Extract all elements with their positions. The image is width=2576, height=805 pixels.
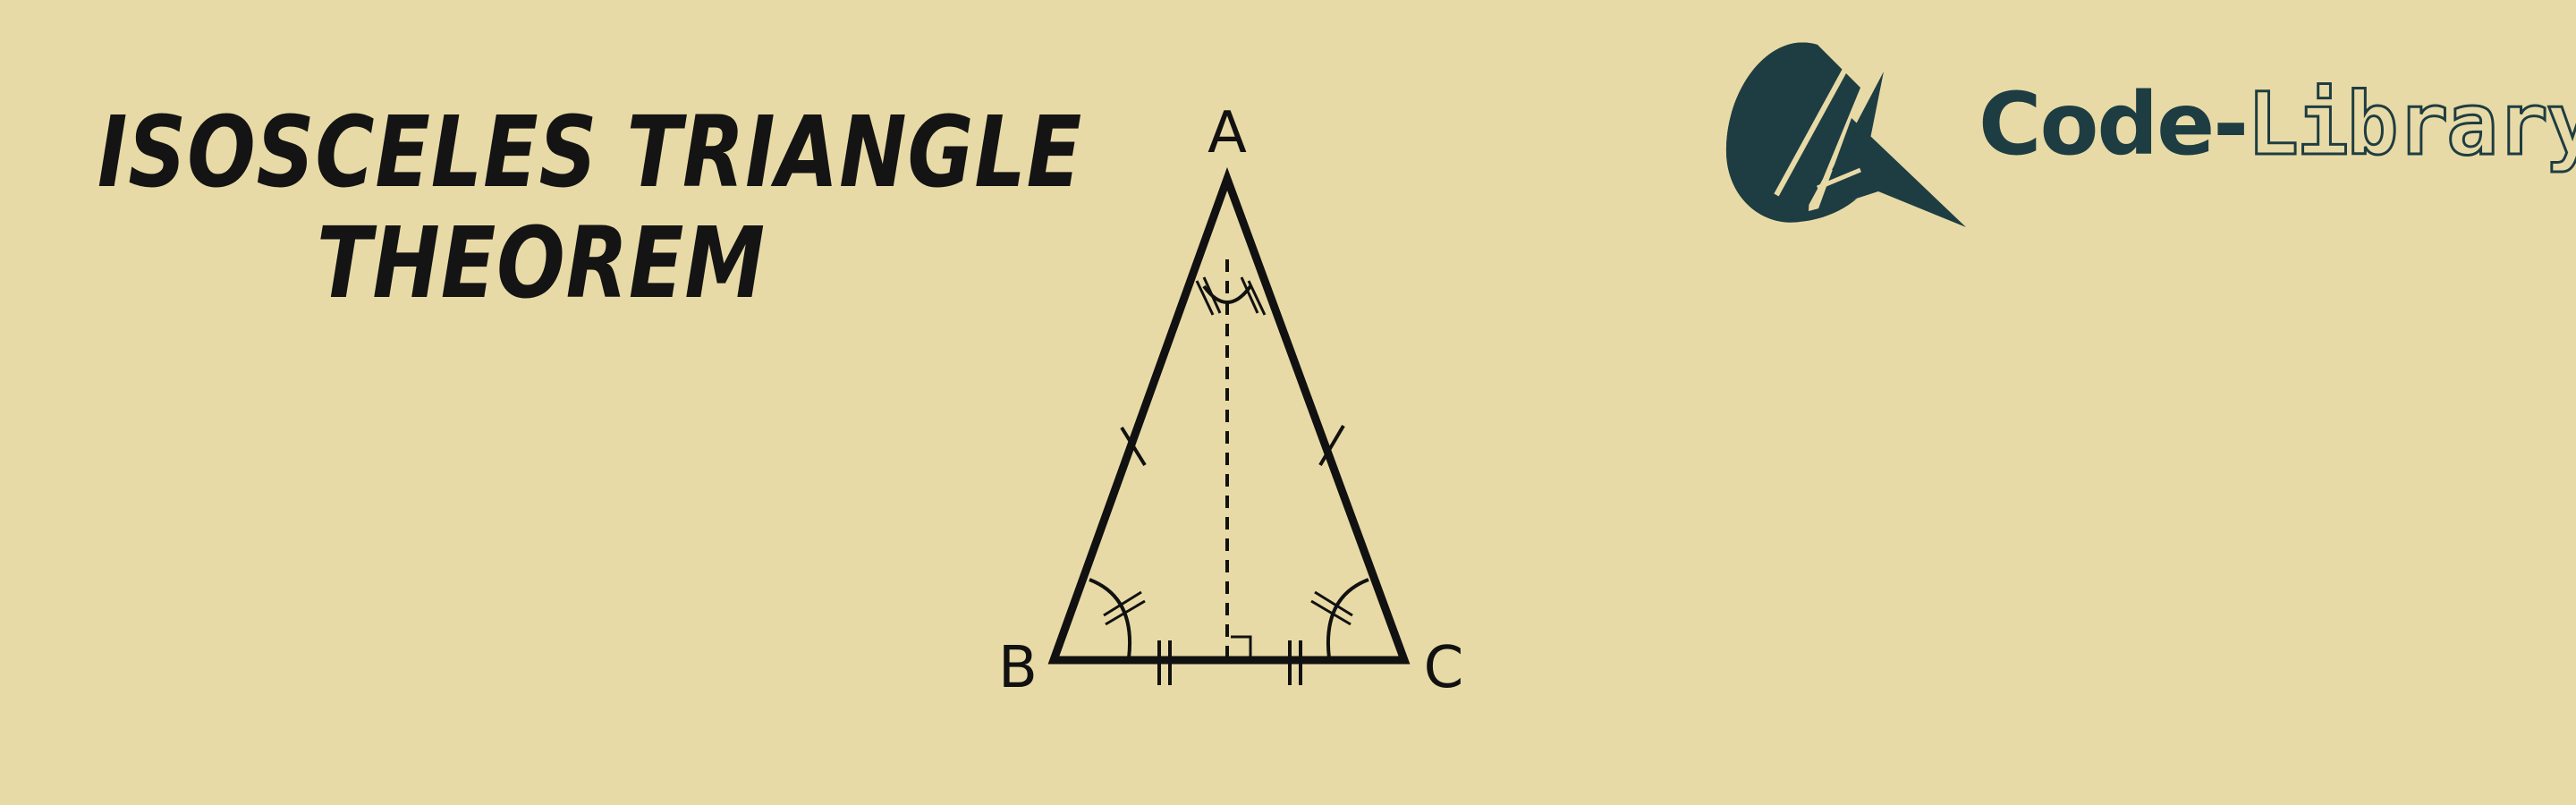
angle-b-ticks	[1103, 590, 1146, 626]
page-title: ISOSCELES TRIANGLE THEOREM	[97, 95, 1083, 320]
triangle-outline	[1047, 166, 1411, 665]
base-right-ticks	[1288, 640, 1302, 685]
side-ab-tick	[1120, 426, 1147, 467]
vertex-label-c: C	[1424, 635, 1464, 701]
logo-word-code: Code-	[1979, 74, 2249, 174]
code-library-logo-text: Code-Library.	[1979, 74, 2576, 175]
side-ac-tick	[1318, 424, 1345, 467]
code-library-logo: Code-Library.	[1717, 36, 2576, 242]
vertex-label-a: A	[1208, 100, 1247, 166]
logo-word-library: Library.	[2246, 74, 2576, 175]
angle-c-arc	[1326, 578, 1369, 659]
right-angle-mark	[1231, 635, 1252, 658]
title-line-1: ISOSCELES TRIANGLE	[97, 95, 1083, 209]
apex-angle-ticks	[1195, 276, 1267, 316]
angle-b-arc	[1089, 578, 1131, 659]
vertex-label-b: B	[998, 635, 1038, 701]
base-left-ticks	[1157, 640, 1172, 685]
apex-angle-arc	[1202, 284, 1252, 304]
angle-c-ticks	[1310, 590, 1353, 626]
title-line-2: THEOREM	[317, 206, 766, 320]
code-library-logo-mark	[1725, 42, 1966, 227]
